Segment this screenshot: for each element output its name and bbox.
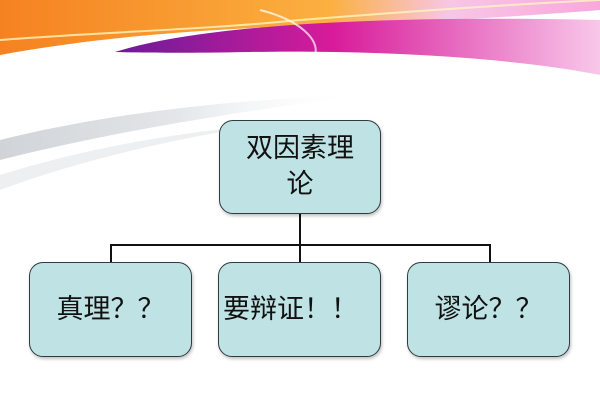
child-node-label: 谬论？？	[434, 293, 543, 325]
child-node-truth: 真理？？	[29, 262, 192, 357]
child-node-fallacy: 谬论？？	[407, 262, 570, 357]
connector-horizontal	[110, 244, 491, 246]
child-node-label: 真理？？	[56, 293, 165, 325]
child-node-dialectic: 要辩证！！	[218, 262, 381, 357]
root-node: 双因素理论	[219, 120, 381, 214]
connector-vertical-left	[110, 244, 112, 262]
root-node-label: 双因素理论	[246, 133, 354, 200]
child-node-label: 要辩证！！	[223, 293, 358, 325]
connector-vertical-right	[489, 244, 491, 262]
connector-vertical-root	[299, 214, 301, 262]
